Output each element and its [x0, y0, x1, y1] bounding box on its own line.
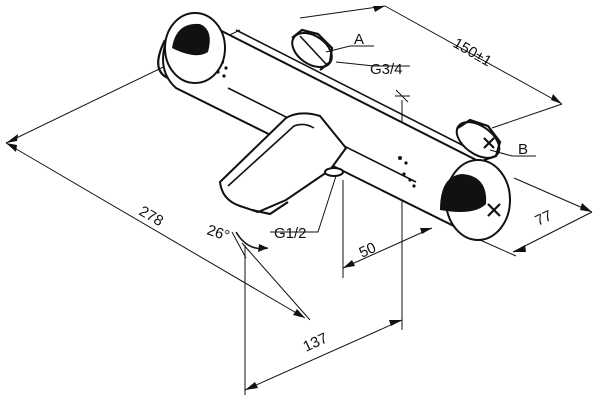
dim-spout-reach: 137	[301, 330, 331, 356]
label-spout-angle: 26°	[205, 222, 232, 245]
inlet-nut-b	[455, 118, 502, 162]
right-handle	[440, 159, 511, 241]
spout	[218, 112, 348, 216]
dim-outlet-offset: 50	[357, 239, 379, 261]
label-leaders	[270, 45, 536, 233]
dim-overall-length: 278	[136, 203, 166, 230]
inlet-nut-a	[291, 28, 334, 71]
dimension-arrows	[6, 6, 592, 390]
left-handle	[157, 12, 226, 84]
label-connection-b: B	[518, 141, 528, 158]
dim-inlet-spacing: 150±1	[450, 35, 495, 71]
dim-depth: 77	[533, 207, 555, 229]
connection-labels: A G3/4 B G1/2 26°	[205, 31, 528, 245]
label-thread-inlet: G3/4	[370, 61, 403, 78]
spout-angle-indicator	[231, 231, 269, 259]
label-thread-outlet: G1/2	[274, 225, 307, 242]
label-connection-a: A	[354, 31, 364, 48]
